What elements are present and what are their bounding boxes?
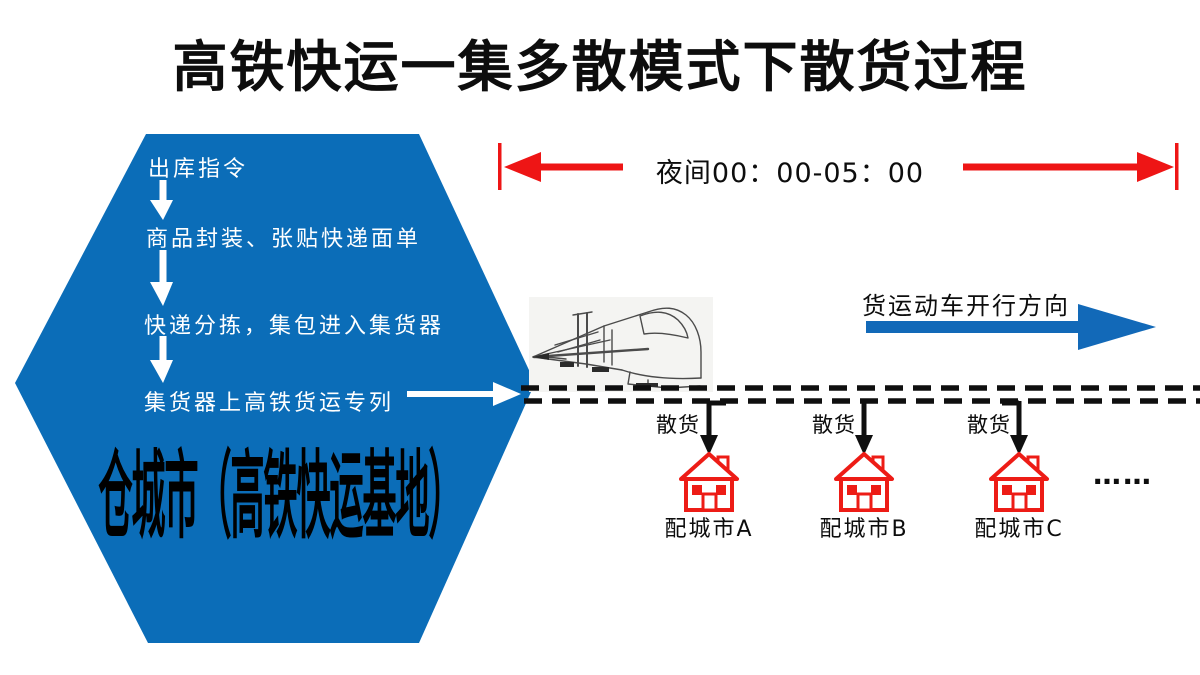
time-window-label: 夜间00：00-05：00 xyxy=(655,158,925,189)
page-title: 高铁快运一集多散模式下散货过程 xyxy=(172,35,1028,99)
house-icon xyxy=(989,452,1049,512)
bracket-end-bar xyxy=(498,143,502,190)
hexagon-flow-arrows xyxy=(150,180,173,383)
hexagon-step-1: 出库指令 xyxy=(148,157,249,182)
down-arrow-icon xyxy=(150,180,173,220)
hexagon-base-label: 仓城市（高铁快运基地） xyxy=(98,440,463,553)
direction-arrow-icon xyxy=(866,304,1156,350)
ellipsis-text: …… xyxy=(1093,458,1153,491)
cargo-label-c: 散货 xyxy=(967,413,1011,437)
railway-track-dashed-line xyxy=(521,385,1200,404)
down-arrow-icon xyxy=(150,250,173,306)
hexagon-step-2: 商品封装、张贴快递面单 xyxy=(146,227,422,252)
cargo-label-b: 散货 xyxy=(812,413,856,437)
city-label-c: 配城市C xyxy=(974,517,1064,542)
bracket-end-bar xyxy=(1175,143,1179,190)
time-window-bracket xyxy=(498,143,1179,190)
house-icon xyxy=(679,452,739,512)
drop-arrow-icon xyxy=(1002,400,1028,455)
hexagon-step-4: 集货器上高铁货运专列 xyxy=(144,391,395,416)
right-arrow-icon xyxy=(963,152,1174,182)
destination-houses xyxy=(679,452,1049,512)
to-track-arrow-icon xyxy=(407,382,521,406)
down-arrow-icon xyxy=(150,336,173,383)
hexagon-step-3: 快递分拣，集包进入集货器 xyxy=(144,314,445,339)
city-label-b: 配城市B xyxy=(819,517,909,542)
drop-arrows xyxy=(700,400,1028,455)
warehouse-hexagon xyxy=(15,134,535,643)
left-arrow-icon xyxy=(504,152,623,182)
city-label-a: 配城市A xyxy=(664,517,754,542)
cargo-label-a: 散货 xyxy=(656,413,700,437)
direction-label: 货运动车开行方向 xyxy=(862,292,1070,320)
train-sketch-icon xyxy=(529,297,713,392)
drop-arrow-icon xyxy=(855,401,873,455)
house-icon xyxy=(834,452,894,512)
drop-arrow-icon xyxy=(700,400,726,455)
